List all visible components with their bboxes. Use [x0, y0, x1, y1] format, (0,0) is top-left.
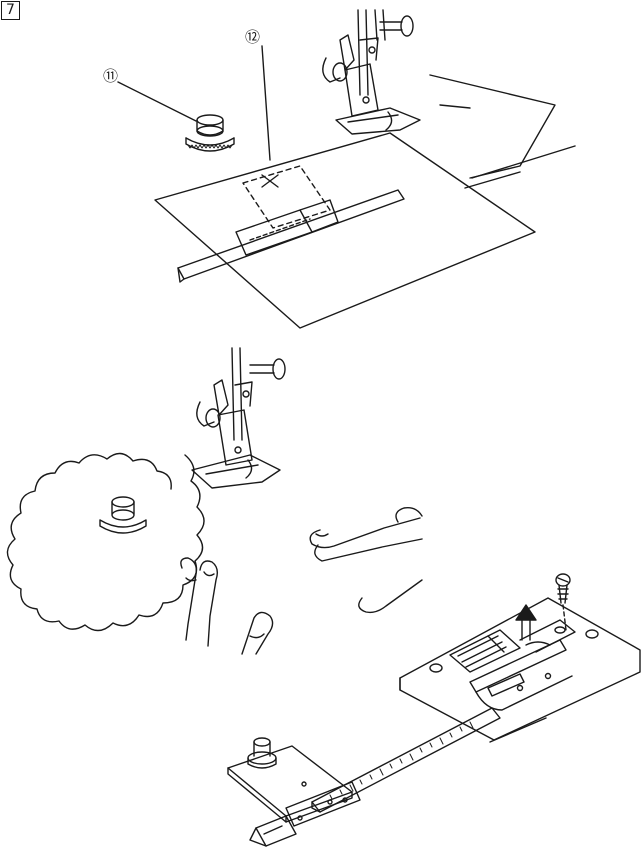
callout-11-label: ⑪ — [103, 67, 118, 85]
callout-12-label: ⑫ — [245, 28, 260, 46]
fabric-sheet — [155, 133, 535, 328]
callout-12-leader — [262, 46, 270, 160]
circle-pin-icon — [228, 738, 352, 822]
fabric-back-edge — [430, 75, 555, 178]
ruler-clip — [250, 782, 360, 846]
panel-sewing-circle — [7, 348, 422, 654]
presser-foot-icon — [323, 10, 420, 134]
presser-foot-icon — [192, 348, 285, 488]
panel-marking-center: ⑪ ⑫ — [103, 10, 575, 328]
callout-11-leader — [118, 82, 196, 121]
panel-attaching-guide — [228, 574, 640, 846]
circle-pin-icon — [186, 115, 234, 151]
circle-pin-icon — [100, 497, 146, 533]
hand-icon — [310, 508, 422, 613]
hand-icon — [181, 558, 273, 654]
ruler-guide-icon — [178, 190, 404, 282]
scallop-fabric-icon — [7, 453, 204, 630]
